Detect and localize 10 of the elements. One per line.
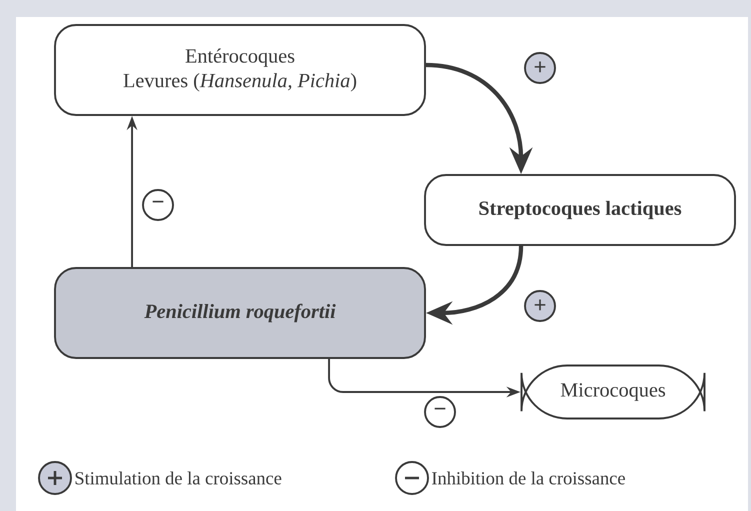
legend-text: Stimulation de la croissance	[76, 472, 282, 484]
legend-text: Inhibition de la croissance	[432, 472, 625, 484]
edge-label: +	[524, 290, 556, 322]
organism-box: Microcoques	[520, 364, 706, 420]
edge-label: −	[142, 189, 174, 221]
edge-label: +	[524, 52, 556, 84]
organism-box: Penicillium roquefortii	[54, 267, 426, 359]
edge-label: −	[424, 396, 456, 428]
organism-box: Entérocoques Levures (Hansenula, Pichia)	[54, 24, 426, 116]
organism-box: Streptocoques lactiques	[424, 174, 736, 246]
